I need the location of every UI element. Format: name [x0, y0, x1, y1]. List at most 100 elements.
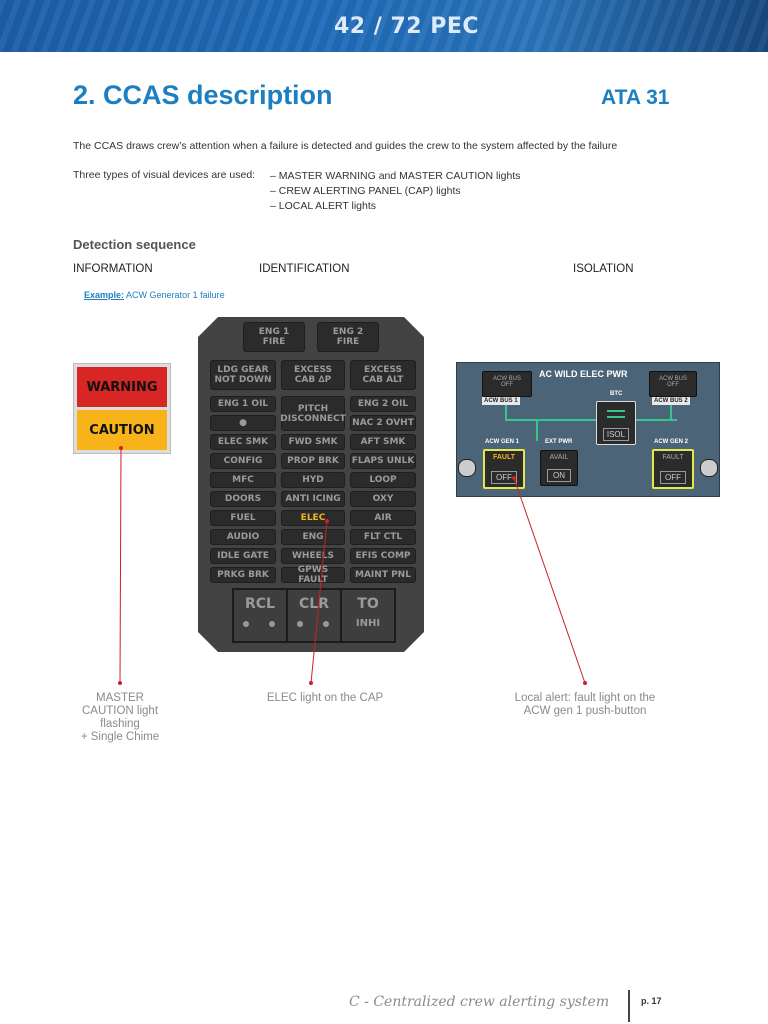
guard-screw-icon — [458, 459, 476, 477]
ext-pwr-button[interactable]: AVAIL ON — [540, 450, 578, 486]
indicator-dot — [269, 621, 275, 627]
cap-light-config: CONFIG — [210, 453, 276, 469]
cap-light-aft-smk: AFT SMK — [350, 434, 416, 450]
cap-light-prkg-brk: PRKG BRK — [210, 567, 276, 583]
bus-line — [507, 419, 677, 421]
pointer-line-caution — [119, 447, 122, 684]
cap-light-eng-2-fire: ENG 2 FIRE — [317, 322, 379, 352]
cap-light-fuel: FUEL — [210, 510, 276, 526]
ata-chapter: ATA 31 — [601, 86, 670, 109]
acw-gen1-button[interactable]: FAULT OFF — [483, 449, 525, 489]
indicator-dot — [243, 621, 249, 627]
pointer-dot — [118, 681, 122, 685]
footer-divider — [628, 990, 630, 1022]
cap-light-gpws-fault: GPWS FAULT — [281, 565, 345, 585]
gen2-fault-text: FAULT — [662, 454, 684, 461]
cap-bottom-controls: RCL CLR TO INHI — [232, 588, 396, 643]
indicator-dot — [323, 621, 329, 627]
visual-devices-label: Three types of visual devices are used: — [73, 169, 256, 181]
cap-light-eng-1-fire: ENG 1 FIRE — [243, 322, 305, 352]
gen2-label: ACW GEN 2 — [654, 439, 689, 445]
caption-local-alert: Local alert: fault light on the ACW gen … — [514, 692, 656, 717]
cap-light-nac-2-ovht: NAC 2 OVHT — [350, 415, 416, 431]
list-item: – MASTER WARNING and MASTER CAUTION ligh… — [270, 170, 521, 182]
clr-button[interactable]: CLR — [288, 590, 342, 641]
cap-light-excess-cab-alt: EXCESS CAB ALT — [350, 360, 416, 390]
master-lights: WARNING CAUTION — [73, 363, 171, 454]
btc-isol-button[interactable]: ISOL — [596, 401, 636, 445]
cap-light-idle-gate: IDLE GATE — [210, 548, 276, 564]
acw-bus1-indicator: ACW BUS OFF — [482, 371, 532, 397]
caption-master-caution: MASTER CAUTION light flashing + Single C… — [80, 692, 160, 743]
cap-light-flaps-unlk: FLAPS UNLK — [350, 453, 416, 469]
visual-devices-list: – MASTER WARNING and MASTER CAUTION ligh… — [270, 169, 521, 214]
example-line: Example: ACW Generator 1 failure — [84, 290, 225, 300]
cap-light-excess-cab-p: EXCESS CAB ∆P — [281, 360, 345, 390]
guard-screw-icon — [700, 459, 718, 477]
avail-text: AVAIL — [549, 454, 569, 461]
cap-light-eng-1-oil: ENG 1 OIL — [210, 396, 276, 412]
bus-line — [670, 399, 672, 421]
cap-light-audio: AUDIO — [210, 529, 276, 545]
caption-cap: ELEC light on the CAP — [266, 692, 384, 704]
cap-light-doors: DOORS — [210, 491, 276, 507]
to-inhi-button[interactable]: TO INHI — [342, 590, 394, 641]
acw-bus1-off-text: ACW BUS OFF — [492, 376, 521, 388]
header-banner: 42 / 72 PEC — [0, 0, 768, 52]
cap-light-pitch-disconnect: PITCH DISCONNECT — [280, 396, 346, 431]
clr-label: CLR — [299, 596, 329, 612]
gen1-off-text: OFF — [491, 471, 517, 484]
cap-light-eng-2-oil: ENG 2 OIL — [350, 396, 416, 412]
btc-indicator — [607, 410, 625, 412]
cap-light-hyd: HYD — [281, 472, 345, 488]
list-item: – CREW ALERTING PANEL (CAP) lights — [270, 185, 461, 197]
master-caution-light[interactable]: CAUTION — [77, 410, 167, 450]
cap-light-elec-smk: ELEC SMK — [210, 434, 276, 450]
cap-light-loop: LOOP — [350, 472, 416, 488]
doc-title: 42 / 72 PEC — [334, 14, 480, 39]
master-warning-light[interactable]: WARNING — [77, 367, 167, 407]
to-label: TO — [357, 596, 379, 612]
footer-chapter: C - Centralized crew alerting system — [349, 994, 610, 1010]
cap-light-air: AIR — [350, 510, 416, 526]
pointer-line-fault — [513, 477, 586, 684]
elec-panel-title: AC WILD ELEC PWR — [539, 369, 628, 379]
acw-bus2-indicator: ACW BUS OFF — [649, 371, 697, 397]
inhi-label: INHI — [355, 618, 381, 629]
on-text: ON — [547, 469, 571, 482]
rcl-button[interactable]: RCL — [234, 590, 288, 641]
rcl-label: RCL — [245, 596, 275, 612]
indicator-dot — [297, 621, 303, 627]
cap-light-maint-pnl: MAINT PNL — [350, 567, 416, 583]
btc-label: BTC — [610, 391, 623, 397]
cap-light-oxy: OXY — [350, 491, 416, 507]
pointer-dot — [583, 681, 587, 685]
ext-pwr-label: EXT PWR — [545, 439, 573, 445]
cap-light-mfc: MFC — [210, 472, 276, 488]
pointer-dot — [309, 681, 313, 685]
acw-gen2-button[interactable]: FAULT OFF — [652, 449, 694, 489]
example-text: ACW Generator 1 failure — [126, 290, 225, 300]
gen1-label: ACW GEN 1 — [485, 439, 520, 445]
intro-text: The CCAS draws crew’s attention when a f… — [73, 140, 618, 152]
btc-indicator — [607, 416, 625, 418]
acw-bus2-off-text: ACW BUS OFF — [658, 376, 687, 388]
ac-wild-elec-pwr-panel: AC WILD ELEC PWR ACW BUS OFF ACW BUS OFF… — [456, 362, 720, 497]
cap-light-elec: ELEC — [281, 510, 345, 526]
cap-light-wheels: WHEELS — [281, 548, 345, 564]
phase-identification: IDENTIFICATION — [259, 263, 350, 275]
cap-light-eng: ENG — [281, 529, 345, 545]
isol-text: ISOL — [603, 428, 629, 441]
bus2-label: ACW BUS 2 — [652, 397, 690, 405]
bus-line — [536, 419, 538, 441]
phase-isolation: ISOLATION — [573, 263, 634, 275]
page-number: p. 17 — [641, 996, 662, 1006]
cap-light-efis-comp: EFIS COMP — [350, 548, 416, 564]
list-item: – LOCAL ALERT lights — [270, 200, 377, 212]
page-title: 2. CCAS description — [73, 80, 333, 110]
cap-light-flt-ctl: FLT CTL — [350, 529, 416, 545]
gen2-off-text: OFF — [660, 471, 686, 484]
cap-light-: ● — [210, 415, 276, 431]
bus-line — [505, 399, 507, 421]
